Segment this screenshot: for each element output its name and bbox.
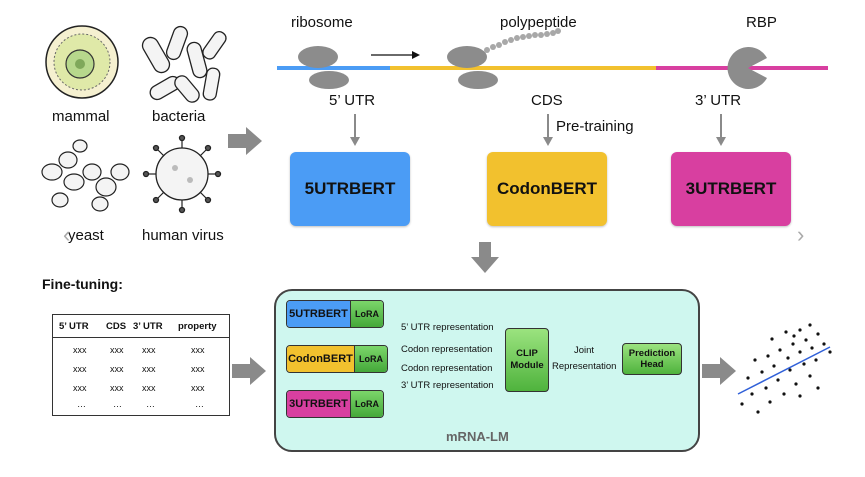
organism-label-yeast: yeast — [68, 227, 104, 244]
prediction-head: Prediction Head — [622, 343, 682, 375]
model-box-codonbert: CodonBERT — [487, 152, 607, 226]
lm-encoder-3utrbert: 3UTRBERT LoRA — [286, 390, 384, 418]
finetuning-title: Fine-tuning: — [42, 276, 123, 292]
pretraining-label: Pre-training — [556, 118, 634, 135]
table-cell: xxx — [110, 364, 124, 374]
organism-illustrations — [41, 25, 227, 214]
regression-line — [737, 346, 831, 395]
translating-ribosome-icon — [447, 46, 498, 89]
polypeptide-label: polypeptide — [500, 14, 577, 31]
ribosome-icon — [298, 46, 349, 89]
prev-slide-chevron-icon[interactable]: ‹ — [63, 222, 71, 247]
representation-label: Representation — [552, 361, 617, 372]
lm-encoder-name: 5UTRBERT — [287, 301, 350, 327]
table-cell: … — [77, 399, 86, 409]
clip-module: CLIP Module — [505, 328, 549, 392]
organism-label-bacteria: bacteria — [152, 108, 206, 125]
joint-label: Joint — [574, 345, 595, 356]
table-cell: xxx — [191, 364, 205, 374]
table-cell: … — [195, 399, 204, 409]
table-cell: … — [113, 399, 122, 409]
lm-encoder-name: 3UTRBERT — [287, 391, 350, 417]
ribosome-label: ribosome — [291, 14, 353, 31]
organism-label-human-virus: human virus — [142, 227, 224, 244]
table-header-utr5: 5’ UTR — [59, 321, 89, 332]
table-header-cds: CDS — [106, 321, 127, 332]
table-header-property: property — [178, 321, 217, 332]
utr5-region-label: 5’ UTR — [329, 92, 376, 109]
cds-region-label: CDS — [531, 92, 563, 109]
table-cell: xxx — [110, 345, 124, 355]
polypeptide-chain-icon — [484, 28, 561, 53]
table-cell: xxx — [73, 364, 87, 374]
mrna-lm-title: mRNA-LM — [446, 429, 509, 444]
codon-representation-label-2: Codon representation — [401, 363, 493, 374]
table-cell: xxx — [142, 345, 156, 355]
table-cell: xxx — [73, 383, 87, 393]
table-cell: xxx — [191, 345, 205, 355]
human-virus-icon — [142, 134, 222, 214]
organism-label-mammal: mammal — [52, 108, 110, 125]
table-header-utr3: 3’ UTR — [133, 321, 163, 332]
organisms-to-models-arrow — [228, 127, 262, 155]
utr3-representation-label: 3’ UTR representation — [401, 380, 494, 391]
codon-representation-label: Codon representation — [401, 344, 493, 355]
model-box-3utrbert: 3UTRBERT — [671, 152, 791, 226]
rbp-label: RBP — [746, 14, 777, 31]
lm-encoder-5utrbert: 5UTRBERT LoRA — [286, 300, 384, 328]
table-cell: xxx — [73, 345, 87, 355]
table-cell: … — [146, 399, 155, 409]
lm-to-output-arrow — [702, 357, 736, 385]
next-slide-chevron-icon[interactable]: › — [797, 222, 805, 247]
utr3-region-label: 3’ UTR — [695, 92, 742, 109]
finetuning-data-table: 5’ UTR CDS 3’ UTR property xxx xxx xxx x… — [52, 314, 230, 416]
table-cell: xxx — [142, 383, 156, 393]
mammal-cell-icon — [45, 25, 119, 99]
lm-encoder-name: CodonBERT — [287, 346, 354, 372]
table-cell: xxx — [110, 383, 124, 393]
output-scatter-plot-icon — [740, 323, 832, 414]
table-to-lm-arrow — [232, 357, 266, 385]
table-cell: xxx — [142, 364, 156, 374]
models-to-lm-arrow — [471, 242, 499, 273]
lora-adapter: LoRA — [354, 346, 387, 372]
lora-adapter: LoRA — [350, 391, 383, 417]
lm-encoder-codonbert: CodonBERT LoRA — [286, 345, 388, 373]
model-box-5utrbert: 5UTRBERT — [290, 152, 410, 226]
bacteria-icon — [141, 25, 227, 103]
rbp-icon — [727, 47, 767, 90]
table-cell: xxx — [191, 383, 205, 393]
lora-adapter: LoRA — [350, 301, 383, 327]
utr5-representation-label: 5’ UTR representation — [401, 322, 494, 333]
yeast-icon — [41, 139, 130, 212]
